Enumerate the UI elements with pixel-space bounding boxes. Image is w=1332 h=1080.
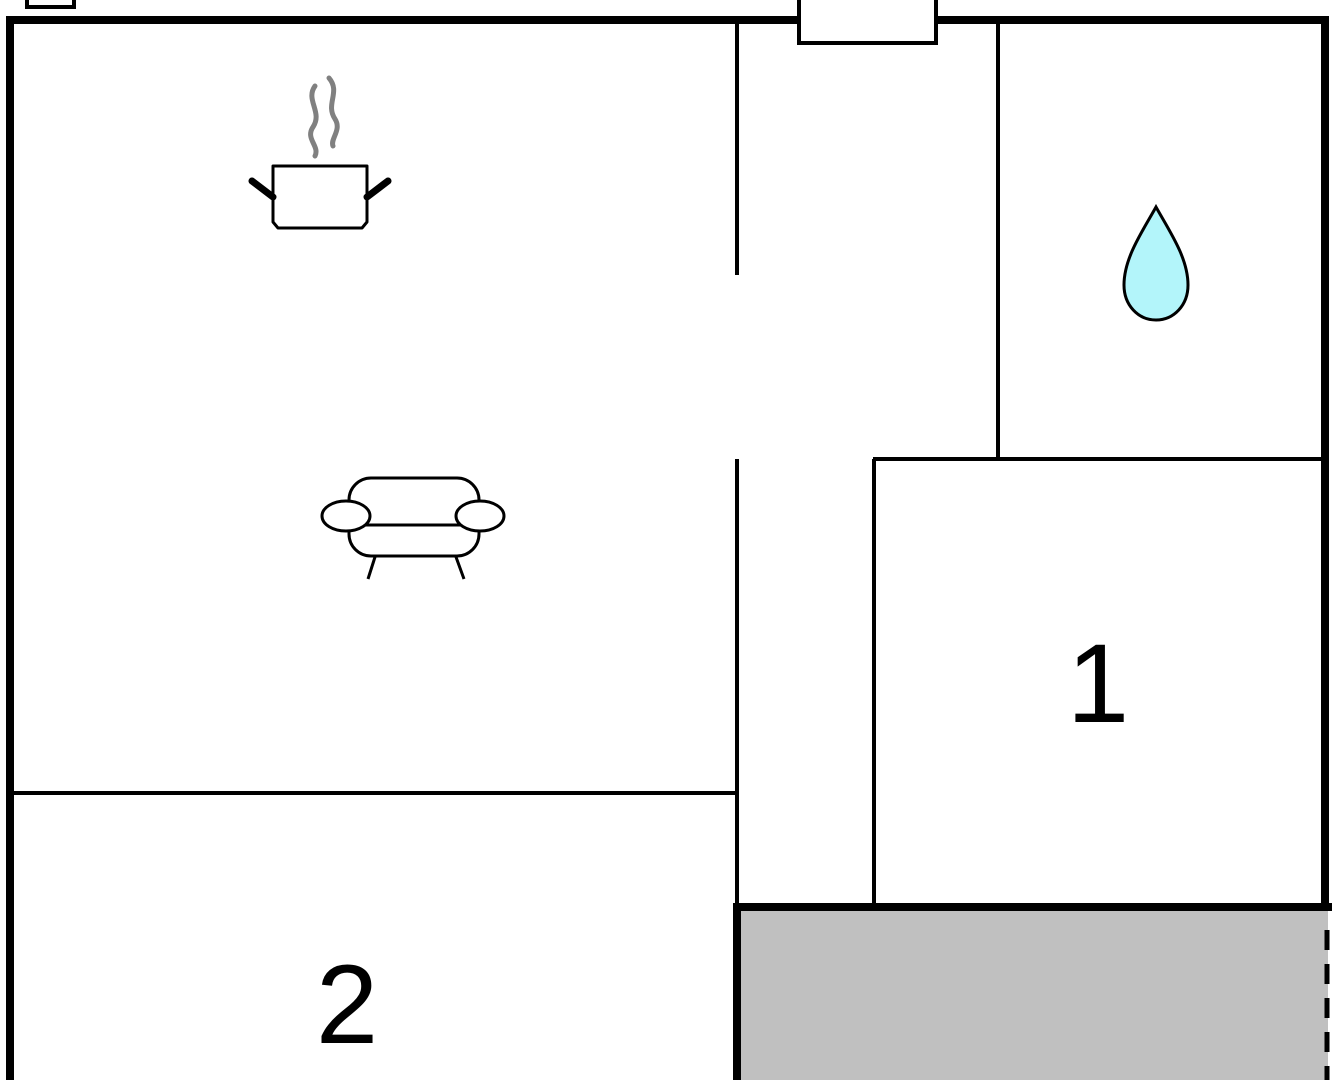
interior-walls [10, 20, 1325, 907]
corner-marker [25, 0, 76, 9]
pot-body [271, 164, 369, 230]
terrace [733, 903, 1332, 1080]
entrance-box [797, 0, 938, 45]
outer-walls [6, 16, 1329, 1080]
terrace-fill [737, 907, 1328, 1080]
armchair-leg-right [454, 556, 466, 580]
armchair-arm-right [454, 499, 506, 533]
pot-handle-right [363, 177, 392, 201]
bedroom-2-label: 2 [316, 942, 378, 1067]
armchair-icon [320, 476, 506, 580]
armchair-arm-left [320, 499, 372, 533]
steam-line-right [326, 75, 340, 149]
water-drop-icon [1122, 203, 1190, 322]
armchair-leg-left [366, 556, 377, 580]
cooking-pot-icon [248, 75, 392, 230]
bedroom-1-label: 1 [1067, 621, 1129, 746]
steam-line-left [308, 83, 319, 159]
pot-handle-left [248, 177, 277, 201]
